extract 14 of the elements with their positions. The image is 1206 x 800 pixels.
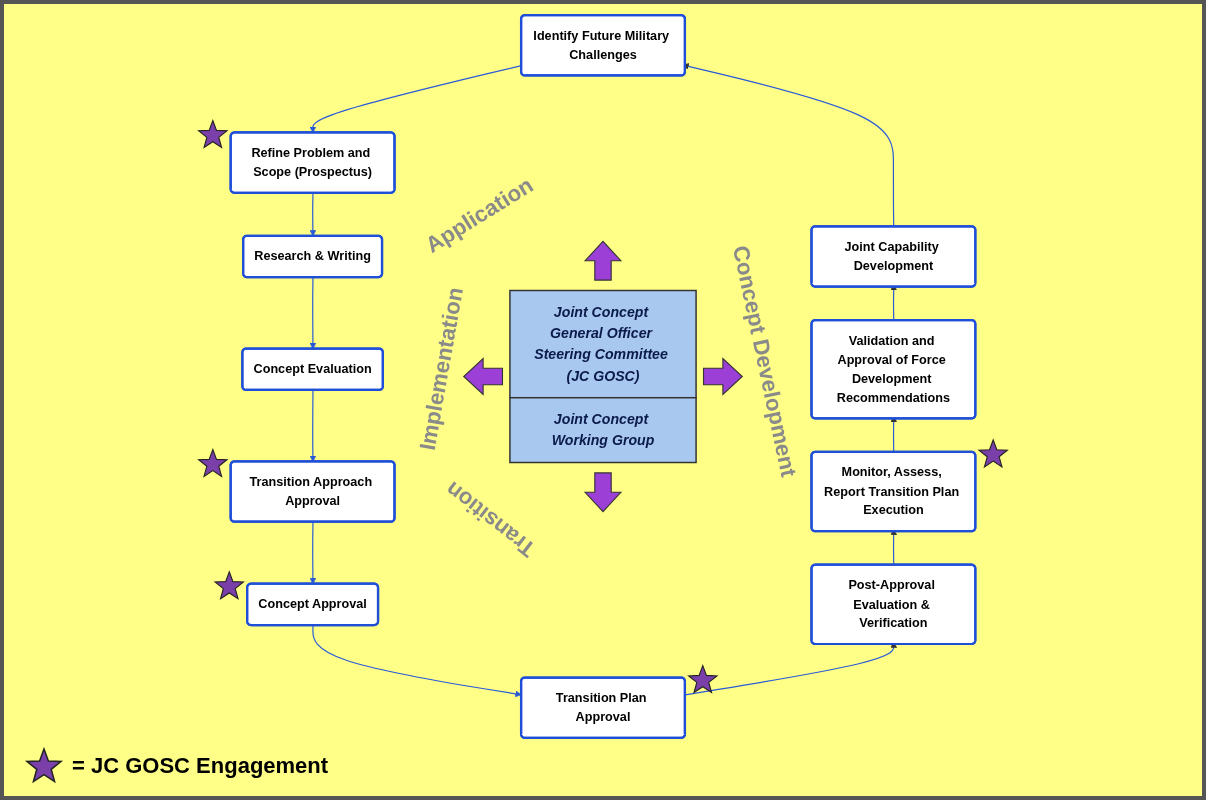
legend-text: = JC GOSC Engagement <box>72 753 329 779</box>
process-box: Joint Capability Development <box>810 225 977 288</box>
process-box: Transition Approach Approval <box>229 460 396 523</box>
process-box: Post-Approval Evaluation & Verification <box>810 563 977 646</box>
committee-box: Joint Concept Working Group <box>509 396 697 464</box>
process-box: Identify Future Military Challenges <box>519 14 687 77</box>
process-box: Refine Problem and Scope (Prospectus) <box>229 131 396 194</box>
process-box: Concept Evaluation <box>241 347 384 391</box>
process-box: Validation and Approval of Force Development Recommendations <box>810 318 977 420</box>
process-box: Monitor, Assess, Report Transition Plan Execution <box>810 450 977 533</box>
process-box: Transition Plan Approval <box>519 676 687 739</box>
process-box: Research & Writing <box>242 234 384 279</box>
process-box: Concept Approval <box>246 582 380 627</box>
committee-box: Joint Concept General Officer Steering Committee (JC GOSC) <box>509 289 697 399</box>
